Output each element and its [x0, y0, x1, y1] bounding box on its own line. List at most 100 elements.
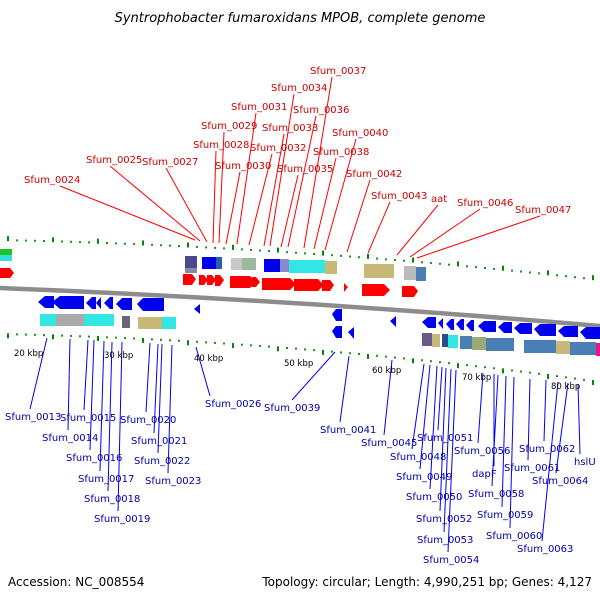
- gene-feature: [231, 258, 242, 270]
- gene-arrow: [438, 318, 443, 329]
- label-connector: [447, 369, 457, 553]
- gene-label: Sfum_0052: [416, 514, 472, 525]
- gene-arrow: [137, 298, 164, 311]
- gene-label: Sfum_0015: [60, 413, 116, 424]
- label-connector: [509, 376, 515, 529]
- gene-feature: [98, 314, 114, 326]
- top-gene-labels: Sfum_0024 Sfum_0025 Sfum_0027 Sfum_0028 …: [24, 66, 571, 216]
- gene-arrow: [362, 284, 390, 296]
- label-connector: [263, 133, 285, 247]
- gene-arrow: [534, 324, 556, 336]
- gene-label: Sfum_0050: [406, 492, 462, 503]
- gene-feature: [216, 257, 222, 269]
- gene-arrow: [498, 322, 512, 333]
- gene-label: Sfum_0051: [417, 433, 473, 444]
- label-connector: [248, 153, 273, 246]
- label-connector: [313, 157, 337, 250]
- label-connector: [291, 351, 336, 401]
- gene-label: Sfum_0061: [504, 463, 560, 474]
- gene-label: Sfum_0041: [320, 425, 376, 436]
- gene-feature: [486, 338, 514, 351]
- gene-feature: [524, 340, 556, 353]
- map-title: Syntrophobacter fumaroxidans MPOB, compl…: [115, 11, 486, 26]
- label-connector: [29, 337, 48, 410]
- label-connector: [99, 340, 105, 472]
- gene-arrow: [38, 296, 54, 308]
- gene-feature: [325, 261, 337, 274]
- gene-label: Sfum_0022: [134, 456, 190, 467]
- gene-arrow: [422, 317, 436, 328]
- gene-arrow: [207, 275, 216, 285]
- gene-arrow: [116, 298, 132, 310]
- tick-marks: [7, 236, 594, 386]
- gene-label: Sfum_0056: [454, 446, 510, 457]
- gene-label: Sfum_0020: [120, 415, 176, 426]
- gene-label: Sfum_0021: [131, 436, 187, 447]
- gene-label: Sfum_0058: [468, 489, 524, 500]
- gene-label: Sfum_0063: [517, 544, 573, 555]
- label-connector: [107, 341, 113, 492]
- gene-label: Sfum_0024: [24, 175, 80, 186]
- kbp-label: 80 kbp: [551, 382, 580, 392]
- bottom-label-connectors: [29, 337, 581, 553]
- label-connector: [157, 343, 163, 454]
- gene-feature: [185, 256, 197, 268]
- gene-arrow: [104, 297, 113, 309]
- gene-label: Sfum_0037: [310, 66, 366, 77]
- gene-arrow: [262, 278, 296, 290]
- kbp-label: 40 kbp: [194, 354, 223, 364]
- label-connector: [346, 179, 371, 253]
- label-connector: [225, 171, 241, 245]
- gene-arrow: [322, 280, 334, 291]
- genome-backbone: [0, 285, 600, 329]
- gene-arrow: [478, 321, 496, 332]
- label-connector: [287, 115, 317, 248]
- gene-label: Sfum_0026: [205, 399, 261, 410]
- top-label-connectors: [59, 76, 541, 259]
- gene-feature: [185, 268, 197, 273]
- gene-label: hslU: [574, 457, 596, 468]
- gene-label: Sfum_0013: [5, 412, 61, 423]
- forward-strand-features: [0, 249, 426, 297]
- gene-label: Sfum_0027: [142, 157, 198, 168]
- gene-feature: [122, 316, 130, 328]
- label-connector: [543, 379, 547, 442]
- label-connector: [491, 374, 499, 487]
- label-connector: [195, 346, 211, 397]
- gene-label: Sfum_0034: [271, 83, 327, 94]
- gene-arrow: [332, 309, 342, 321]
- gene-label: Sfum_0029: [201, 121, 257, 132]
- label-connector: [437, 366, 443, 431]
- gene-arrow: [96, 297, 101, 309]
- gene-feature: [432, 334, 440, 347]
- gene-label: Sfum_0028: [193, 140, 249, 151]
- gene-label: Sfum_0043: [371, 191, 427, 202]
- gene-label: Sfum_0023: [145, 476, 201, 487]
- label-connector: [145, 342, 151, 413]
- label-connector: [577, 383, 581, 455]
- gene-arrow: [446, 319, 454, 330]
- label-connector: [409, 208, 481, 258]
- kbp-label: 20 kbp: [14, 349, 43, 359]
- label-connector: [117, 341, 123, 512]
- gene-label: Sfum_0016: [66, 453, 122, 464]
- label-connector: [339, 355, 350, 423]
- gene-label: Sfum_0047: [515, 205, 571, 216]
- gene-arrow: [230, 276, 256, 288]
- gene-arrow: [456, 319, 464, 330]
- gene-label: Sfum_0014: [42, 433, 98, 444]
- gene-label: Sfum_0036: [293, 105, 349, 116]
- gene-arrow: [0, 268, 14, 278]
- gene-feature: [422, 333, 432, 346]
- topology-text: Topology: circular; Length: 4,990,251 bp…: [261, 575, 592, 589]
- gene-feature: [442, 334, 448, 347]
- gene-feature: [162, 317, 176, 329]
- gene-label: Sfum_0040: [332, 128, 388, 139]
- label-connector: [153, 343, 159, 434]
- gene-arrow: [52, 296, 84, 309]
- gene-feature: [84, 314, 98, 326]
- label-connector: [416, 215, 541, 259]
- label-connector: [541, 381, 559, 542]
- gene-arrow: [344, 283, 348, 292]
